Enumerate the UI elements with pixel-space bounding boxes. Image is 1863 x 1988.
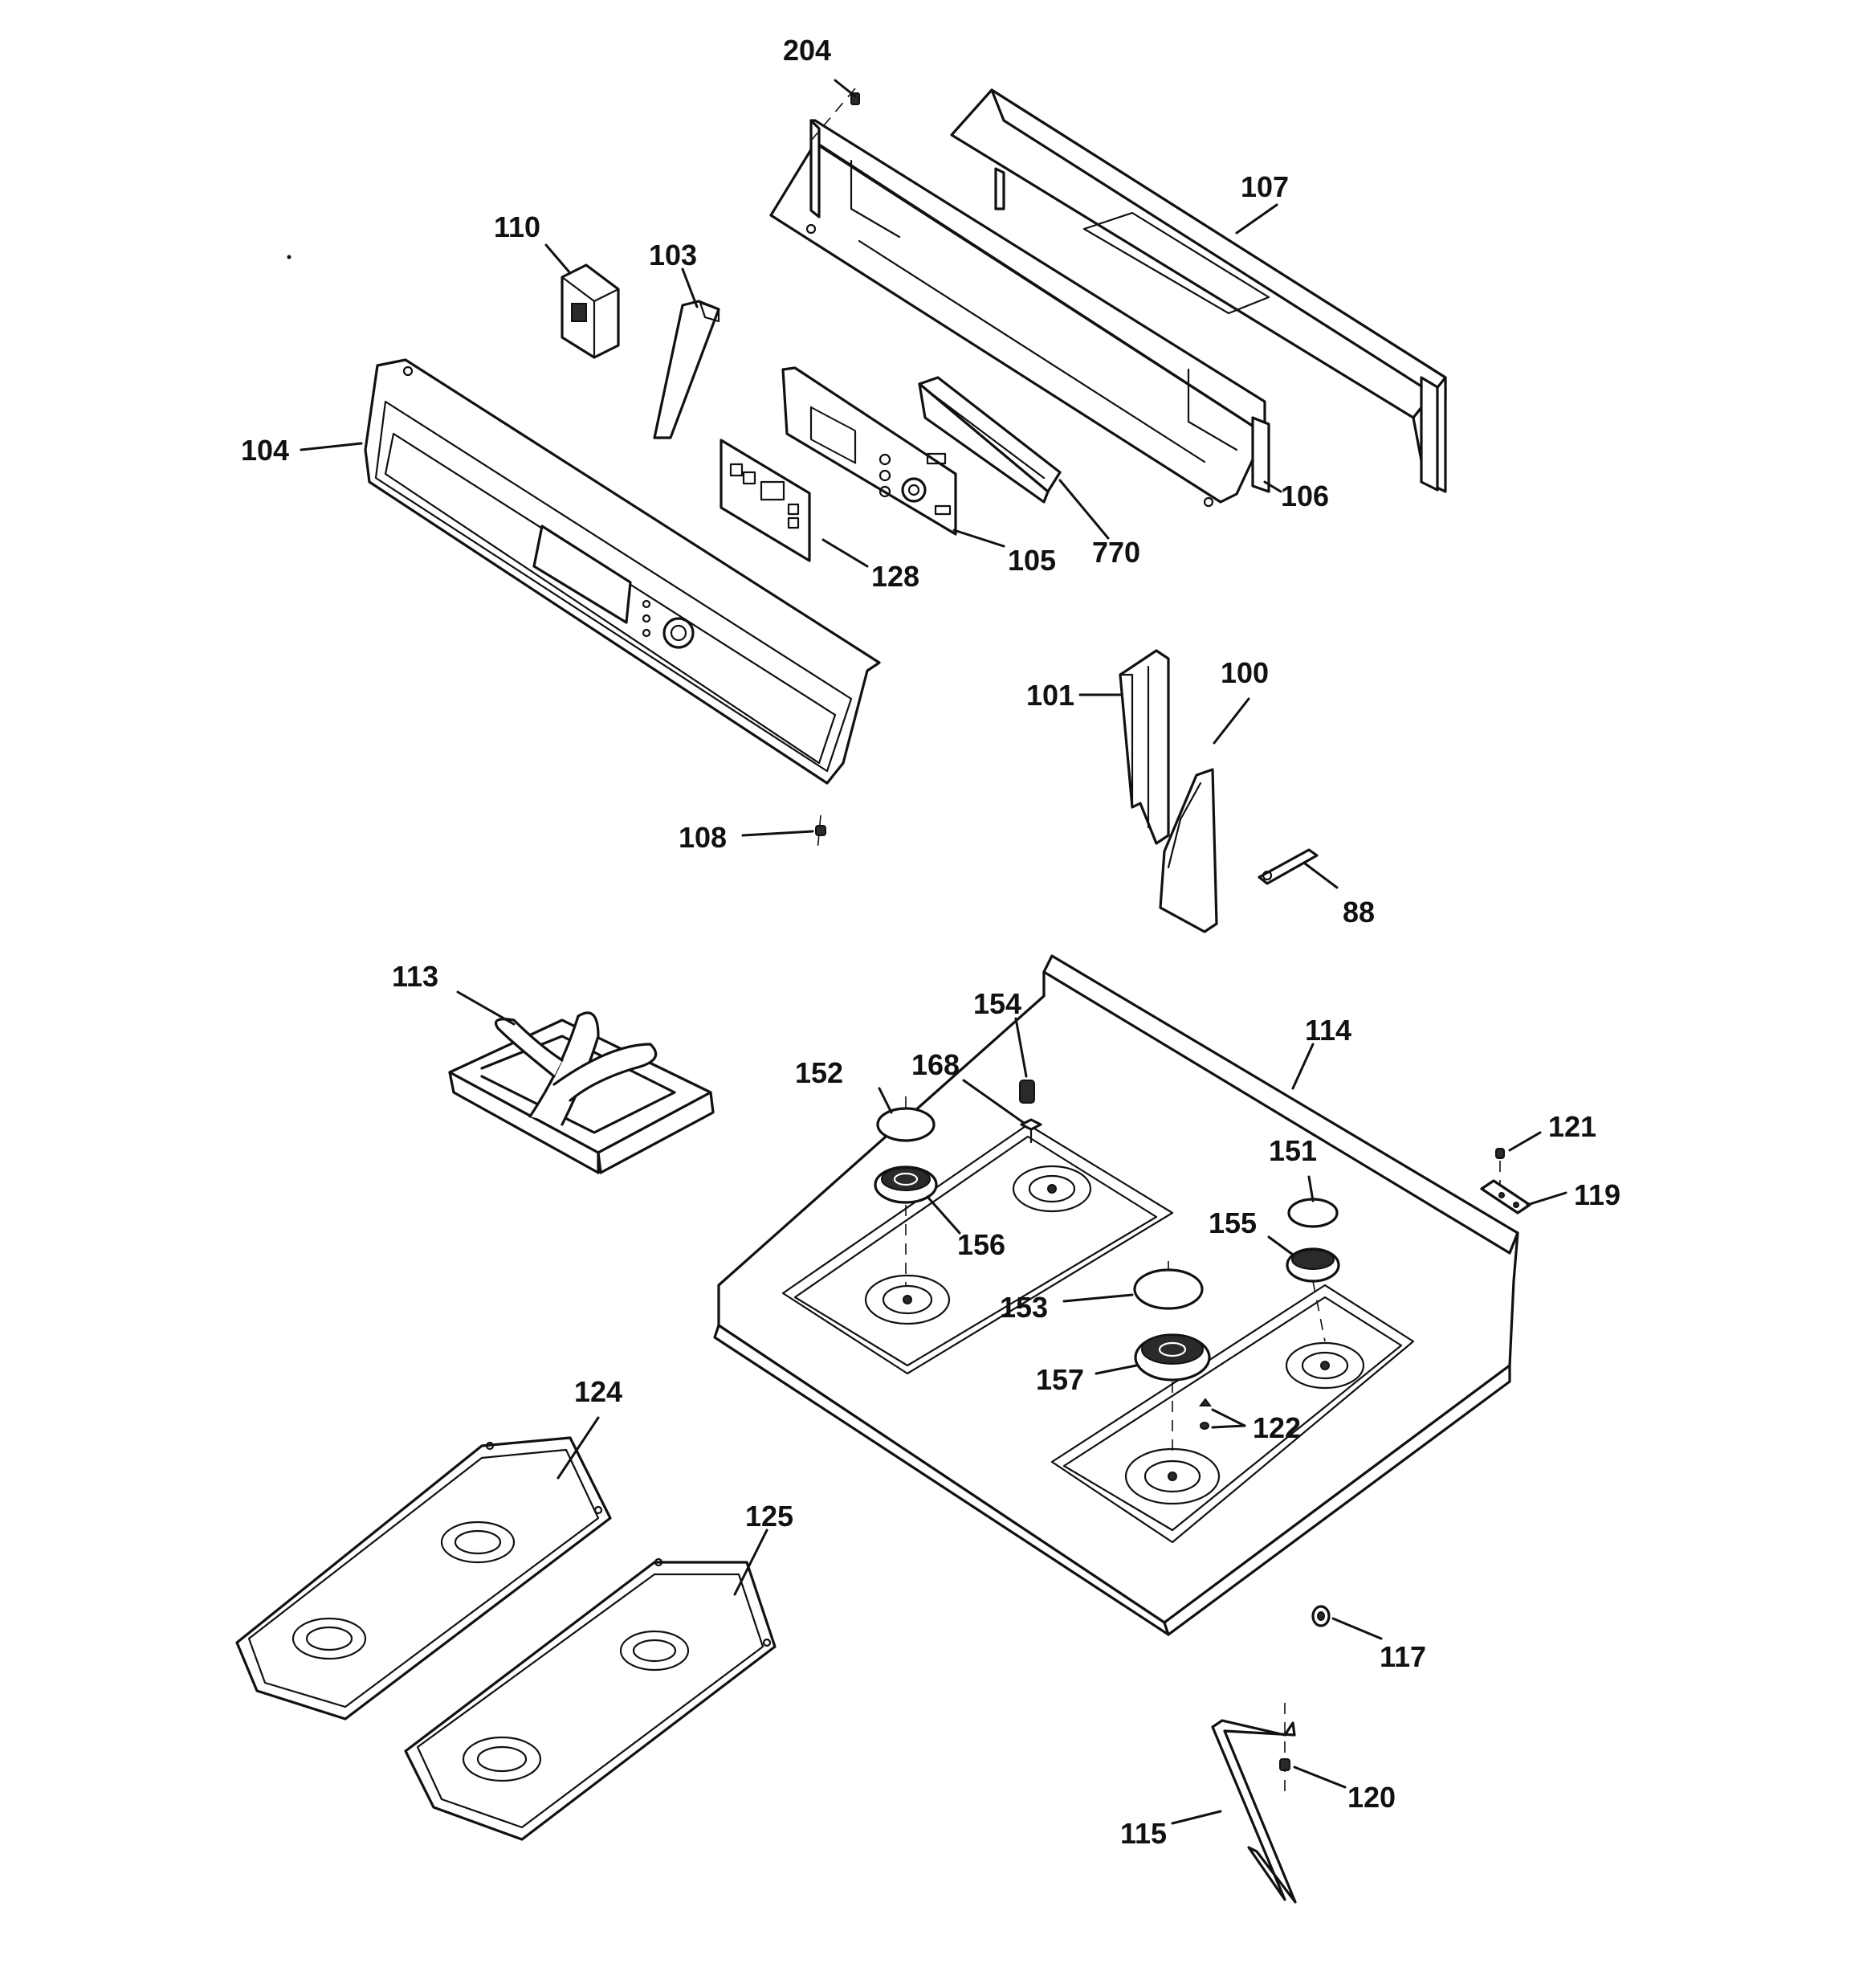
callout-120: 120	[1347, 1781, 1396, 1814]
part-156-burner-head	[874, 1165, 938, 1285]
callout-157: 157	[1036, 1363, 1084, 1396]
part-101-side-bracket	[1119, 649, 1170, 845]
part-151-burner-cap	[1287, 1198, 1339, 1228]
part-88-spacer	[1258, 848, 1319, 885]
part-110-igniter-module	[561, 263, 620, 359]
callout-156: 156	[957, 1228, 1005, 1261]
part-128-faceplate	[720, 439, 811, 562]
callout-151: 151	[1269, 1134, 1317, 1167]
part-155-burner-head	[1286, 1247, 1340, 1342]
callout-110: 110	[494, 210, 540, 243]
callout-101: 101	[1026, 679, 1074, 712]
part-115-rod	[1211, 1703, 1297, 1904]
part-117-nut	[1311, 1605, 1331, 1627]
part-100-end-cap	[1159, 768, 1218, 933]
part-125-burner-pan	[404, 1557, 777, 1841]
callout-104: 104	[241, 434, 289, 467]
callout-114: 114	[1305, 1014, 1351, 1047]
part-157-burner-head	[1134, 1333, 1211, 1454]
part-108-screw	[815, 814, 826, 852]
callout-100: 100	[1221, 656, 1269, 689]
callout-128: 128	[871, 560, 919, 593]
callout-113: 113	[392, 960, 438, 993]
part-124-burner-pan	[235, 1436, 612, 1721]
part-153-burner-cap	[1133, 1261, 1204, 1310]
part-103-strap	[653, 300, 720, 439]
callout-154: 154	[973, 987, 1021, 1020]
part-770-bracket	[918, 376, 1062, 504]
callout-153: 153	[1000, 1291, 1048, 1324]
part-120-screw	[1279, 1758, 1290, 1771]
callout-155: 155	[1209, 1206, 1257, 1239]
callout-108: 108	[679, 821, 727, 854]
callout-117: 117	[1380, 1640, 1426, 1673]
callout-122: 122	[1253, 1411, 1301, 1444]
callout-119: 119	[1574, 1178, 1620, 1211]
part-154-orifice	[1019, 1080, 1035, 1104]
part-113-grate	[448, 1011, 715, 1174]
callout-152: 152	[795, 1056, 843, 1089]
burner-hole-left-rear	[1012, 1165, 1092, 1213]
callout-labels: 204 107 110 103 104 106 128 105 770 101 …	[241, 34, 1620, 1850]
part-107-top-cover	[950, 88, 1447, 493]
callout-124: 124	[574, 1375, 622, 1408]
part-119-bracket	[1480, 1179, 1531, 1214]
part-152-burner-cap	[876, 1096, 936, 1142]
part-168-orifice	[1020, 1118, 1042, 1144]
callout-105: 105	[1008, 544, 1056, 577]
callout-204: 204	[783, 34, 831, 67]
part-105-control-board	[781, 366, 957, 536]
burner-hole-right-rear	[1285, 1341, 1365, 1390]
callout-770: 770	[1092, 536, 1140, 569]
leader-lines	[300, 79, 1567, 1825]
callout-103: 103	[649, 239, 697, 271]
part-122-orifice-pair	[1199, 1398, 1212, 1430]
callout-121: 121	[1548, 1110, 1596, 1143]
callout-88: 88	[1343, 896, 1375, 929]
scan-dot	[287, 255, 291, 259]
callout-125: 125	[745, 1500, 793, 1533]
callout-168: 168	[911, 1048, 960, 1081]
part-121-screw	[1495, 1148, 1505, 1185]
burner-hole-left-front	[864, 1274, 951, 1325]
part-104-backsplash	[364, 358, 881, 785]
callout-107: 107	[1241, 170, 1289, 203]
part-106-rear-bracket	[769, 119, 1270, 508]
callout-115: 115	[1120, 1817, 1167, 1850]
callout-106: 106	[1281, 480, 1329, 512]
